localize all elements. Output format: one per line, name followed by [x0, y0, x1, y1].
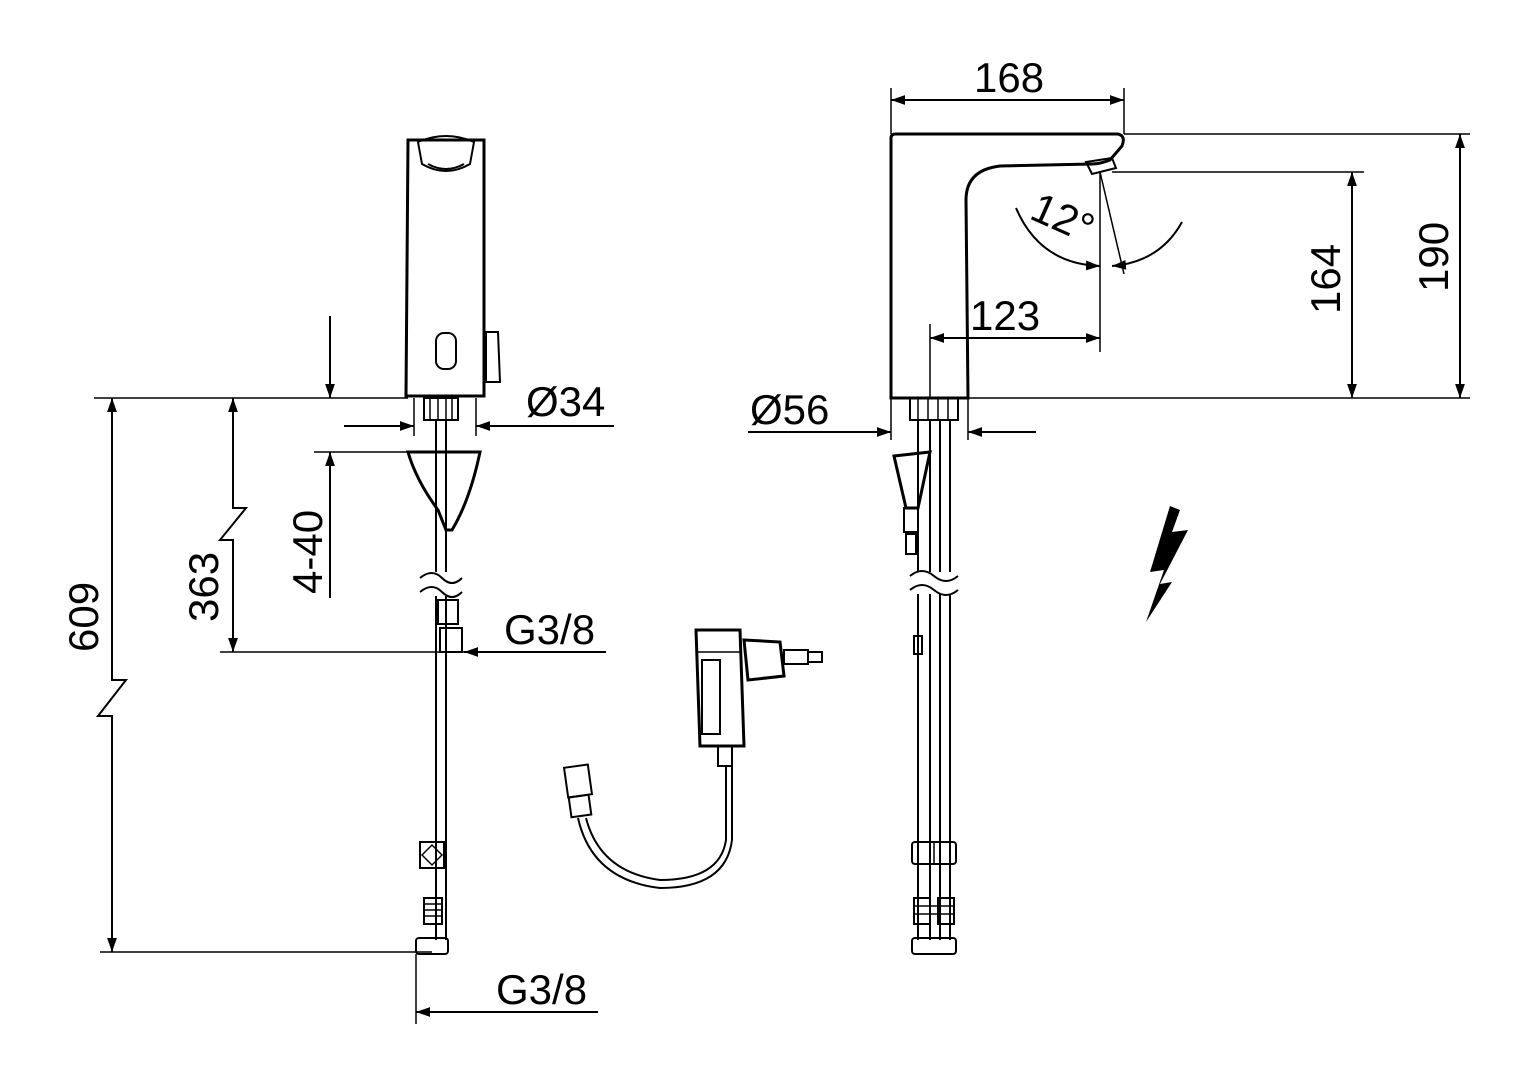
dim-168-label: 168 [974, 54, 1044, 101]
dim-4-40-label: 4-40 [284, 510, 331, 594]
side-view-dimensions [748, 88, 1470, 440]
connection-g3-8-lower-label: G3/8 [496, 966, 587, 1013]
dim-363-label: 363 [180, 552, 227, 622]
dim-609-label: 609 [60, 582, 107, 652]
dim-164-label: 164 [1302, 244, 1349, 314]
dim-diameter-56-label: Ø56 [750, 386, 829, 433]
front-view-faucet [404, 135, 502, 955]
dim-190-label: 190 [1410, 222, 1457, 292]
lightning-bolt-icon [1146, 506, 1188, 622]
side-view-faucet [889, 132, 1125, 955]
dim-diameter-34-label: Ø34 [526, 378, 605, 425]
dim-12-degrees-label: 12° [1024, 183, 1101, 252]
connection-g3-8-upper-label: G3/8 [504, 606, 595, 653]
plug-adapter-icon [562, 628, 823, 890]
front-view-dimensions [94, 316, 614, 1024]
dim-123-label: 123 [970, 292, 1040, 339]
